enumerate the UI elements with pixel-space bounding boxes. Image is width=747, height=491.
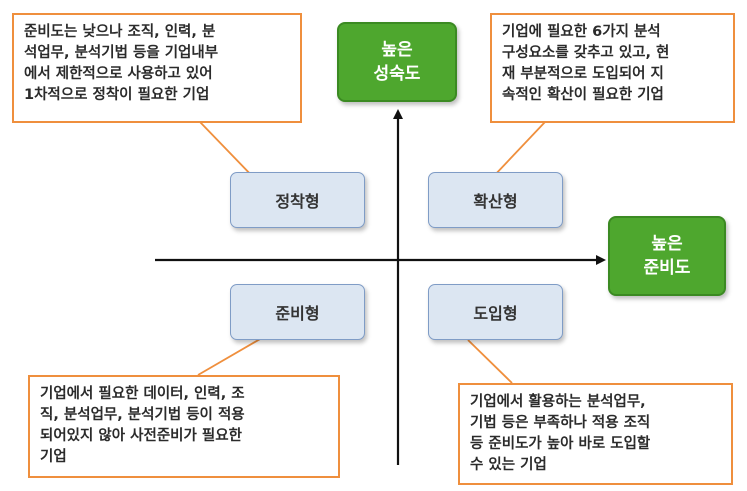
description-bottom-right: 기업에서 활용하는 분석업무, 기법 등은 부족하나 적용 조직 등 준비도가 … — [458, 383, 733, 485]
type-preparation: 준비형 — [230, 284, 365, 340]
high-maturity-box: 높은 성숙도 — [337, 22, 457, 102]
high-maturity-line2: 성숙도 — [373, 64, 421, 84]
high-readiness-line2: 준비도 — [643, 258, 691, 278]
connector-top-right — [491, 121, 546, 179]
type-introduction: 도입형 — [428, 284, 563, 340]
high-readiness-box: 높은 준비도 — [608, 216, 726, 296]
high-maturity-line1: 높은 — [381, 40, 413, 60]
high-readiness-line1: 높은 — [651, 234, 683, 254]
connector-bottom-left — [197, 334, 268, 376]
description-top-left: 준비도는 낮으나 조직, 인력, 분 석업무, 분석기법 등을 기업내부 에서 … — [12, 13, 302, 123]
connector-bottom-right — [467, 339, 513, 384]
description-top-right: 기업에 필요한 6가지 분석 구성요소를 갖추고 있고, 현 재 부분적으로 도… — [490, 13, 735, 123]
type-expansion: 확산형 — [428, 172, 563, 228]
description-bottom-left: 기업에서 필요한 데이터, 인력, 조 직, 분석업무, 분석기법 등이 적용 … — [28, 375, 340, 478]
type-settlement: 정착형 — [230, 172, 365, 228]
